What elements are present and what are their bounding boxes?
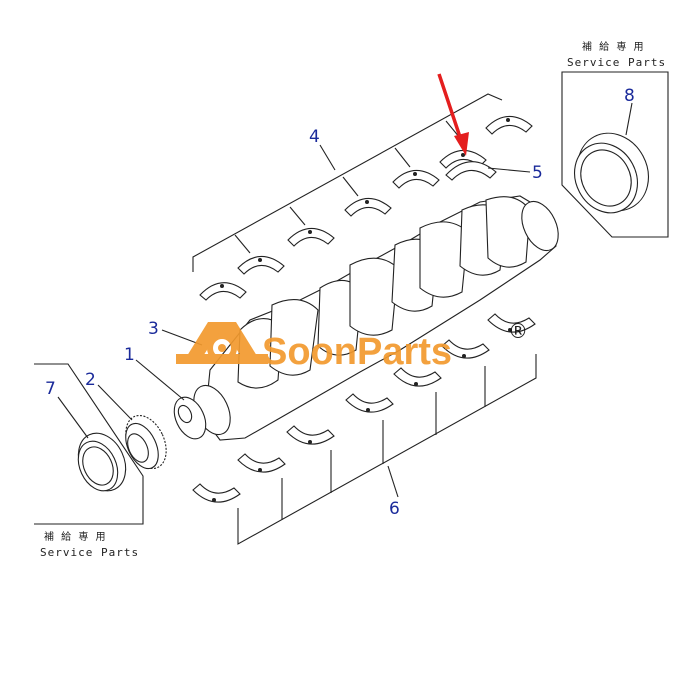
bearing-shell-lower-1 [192, 483, 241, 503]
label-4: 4 [309, 127, 320, 147]
bearing-shell-upper-2 [237, 255, 285, 275]
thrust-bearing-5 [439, 149, 497, 181]
bearing-shell-lower-5 [393, 367, 442, 387]
service-box-left-en: Service Parts [40, 546, 139, 559]
bearing-shell-upper-5 [392, 169, 440, 189]
watermark-registered: ® [508, 319, 528, 343]
soonparts-watermark: SoonParts ® [176, 319, 528, 373]
upper-bearing-bracket: 4 [192, 93, 503, 272]
bearing-shell-lower-3 [286, 425, 335, 445]
soonparts-logo-icon [176, 322, 268, 364]
bearing-shell-lower-6 [441, 339, 490, 359]
service-box-left: 7 補 給 専 用 Service Parts [34, 363, 144, 559]
crank-gear-2 [125, 414, 167, 470]
bearing-shell-upper-1 [199, 282, 247, 301]
label-7: 7 [45, 379, 56, 399]
red-arrow-icon [437, 73, 469, 156]
service-box-right-jp: 補 給 専 用 [582, 40, 646, 53]
bearing-shell-lower-2 [237, 453, 286, 473]
upper-bearing-shells [199, 115, 533, 301]
seal-ring-7 [77, 432, 127, 492]
label-3: 3 [148, 319, 159, 339]
bearing-shell-upper-7 [485, 115, 533, 135]
service-box-right: 補 給 専 用 Service Parts 8 [561, 40, 669, 238]
label-5: 5 [532, 163, 543, 183]
front-hub-1 [173, 396, 207, 440]
label-6: 6 [389, 499, 400, 519]
bearing-shell-upper-3 [287, 227, 335, 247]
label-2: 2 [85, 370, 96, 390]
bearing-shell-lower-7 [487, 313, 536, 333]
label-1: 1 [124, 345, 135, 365]
lower-bearing-bracket: 6 [237, 354, 537, 545]
bearing-shell-upper-4 [344, 197, 392, 217]
watermark-text: SoonParts [262, 331, 452, 373]
seal-ring-8 [574, 132, 649, 214]
service-box-left-jp: 補 給 専 用 [44, 530, 108, 543]
label-8: 8 [624, 86, 635, 106]
lower-bearing-shells [192, 313, 536, 503]
bearing-shell-lower-4 [345, 393, 394, 413]
service-box-right-en: Service Parts [567, 56, 666, 69]
